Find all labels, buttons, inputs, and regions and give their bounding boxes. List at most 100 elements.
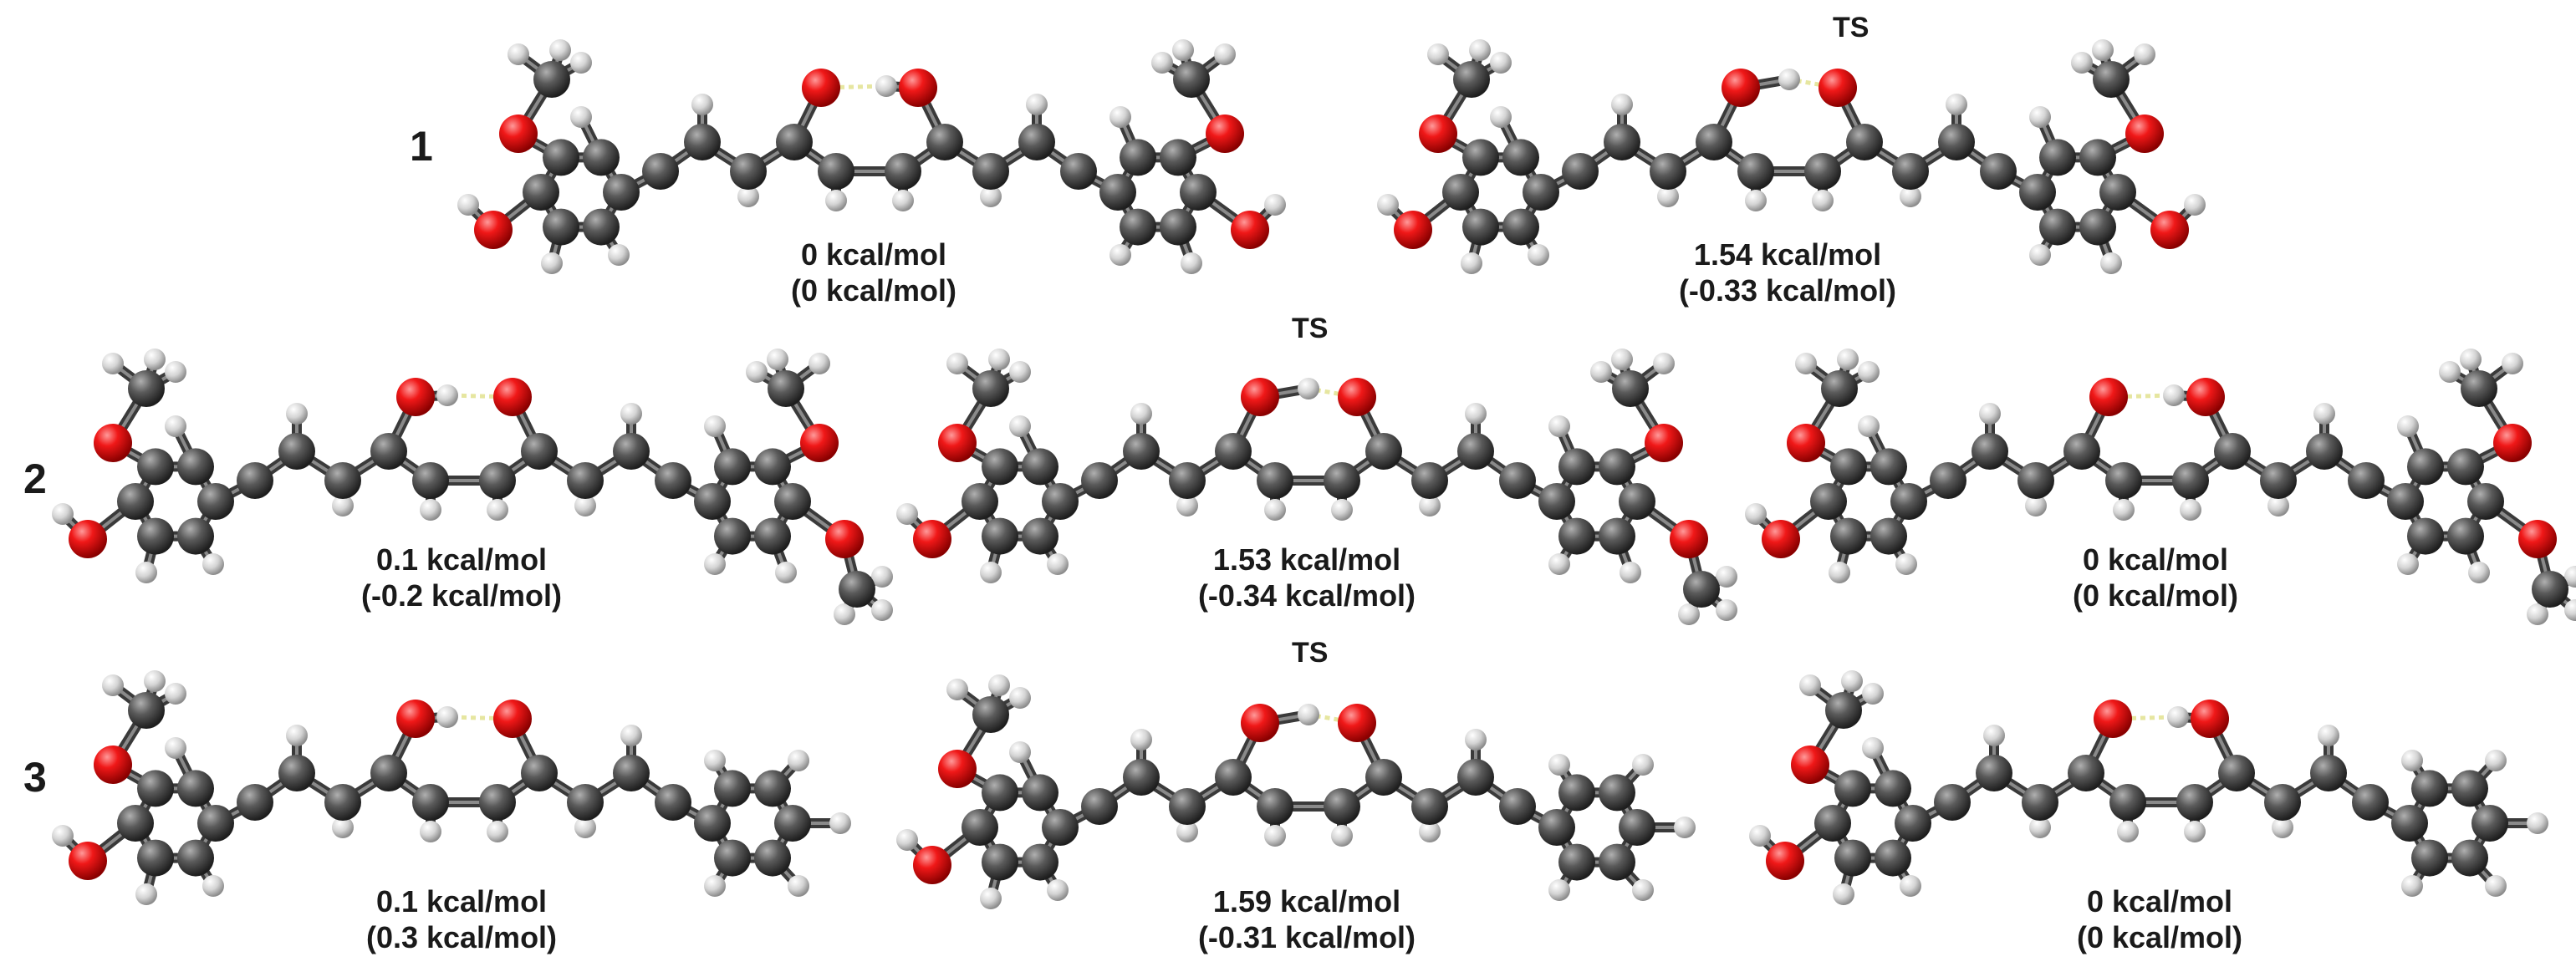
hydrogen-atom [1858, 415, 1880, 437]
carbon-atom [1558, 517, 1595, 555]
energy-value-paren: (0 kcal/mol) [2076, 920, 2243, 955]
carbon-atom [1120, 139, 1156, 176]
hydrogen-atom [775, 562, 797, 583]
carbon-atom [137, 448, 174, 486]
hydrogen-atom [1009, 687, 1031, 709]
hydrogen-atom [1778, 69, 1800, 90]
hydrogen-atom [1900, 186, 1921, 207]
hydrogen-atom [2113, 499, 2135, 521]
carbon-atom [972, 370, 1009, 407]
carbon-atom [1825, 692, 1862, 729]
hydrogen-atom [144, 670, 166, 692]
hydrogen-atom [165, 737, 186, 759]
energy-label-2b: 0.1 kcal/mol (-0.2 kcal/mol) [361, 542, 562, 613]
carbon-atom [2172, 462, 2209, 499]
energy-value: 0 kcal/mol [2086, 884, 2233, 918]
oxygen-atom [1206, 114, 1244, 153]
hydrogen-atom [1214, 43, 1236, 65]
hydrogen-atom [1895, 553, 1917, 575]
row-label-1: 1 [410, 123, 433, 170]
carbon-atom [1870, 517, 1907, 555]
carbon-atom [523, 174, 559, 211]
oxygen-atom [1241, 378, 1279, 416]
hydrogen-atom [2029, 817, 2051, 838]
carbon-atom [1619, 809, 1655, 846]
carbon-atom [1810, 483, 1847, 520]
energy-label-3b: 0.1 kcal/mol (0.3 kcal/mol) [366, 883, 557, 955]
hydrogen-atom [1047, 879, 1069, 901]
hydrogen-atom [2029, 106, 2051, 128]
carbon-atom [1411, 788, 1448, 825]
hydrogen-atom [1172, 39, 1194, 61]
carbon-atom [642, 153, 679, 190]
carbon-atom [694, 483, 731, 520]
carbon-atom [370, 755, 407, 791]
carbon-atom [324, 784, 361, 821]
carbon-atom [613, 433, 650, 470]
hydrogen-atom [946, 353, 968, 374]
hydrogen-atom [2502, 353, 2523, 374]
oxygen-atom [2186, 378, 2225, 416]
carbon-atom [128, 692, 165, 729]
hydrogen-atom [549, 39, 571, 61]
molecule-3-2 [896, 674, 1696, 909]
carbon-atom [1411, 462, 1448, 499]
hydrogen-atom [788, 750, 809, 771]
oxygen-atom [2125, 114, 2164, 153]
hydrogen-atom [1862, 737, 1884, 759]
carbon-atom [1980, 153, 2017, 190]
oxygen-atom [1231, 211, 1269, 249]
carbon-atom [2022, 784, 2058, 821]
energy-value-paren: (0.3 kcal/mol) [365, 920, 558, 955]
oxygen-atom [1645, 424, 1683, 462]
hydrogen-atom [896, 829, 918, 851]
carbon-atom [1737, 153, 1774, 190]
molecule-2-1 [52, 349, 893, 625]
energy-label-3a: 0 kcal/mol (0 kcal/mol) [2077, 883, 2242, 955]
carbon-atom [567, 784, 604, 821]
hydrogen-atom [620, 725, 642, 746]
ts-label-row1: TS [1833, 12, 1870, 43]
hydrogen-atom [825, 190, 847, 211]
hydrogen-atom [52, 825, 74, 847]
hydrogen-atom [574, 495, 596, 516]
hydrogen-atom [1812, 190, 1834, 211]
carbon-atom [2264, 784, 2301, 821]
carbon-atom [1022, 774, 1058, 812]
oxygen-atom [1419, 114, 1457, 153]
carbon-atom [754, 448, 791, 486]
carbon-atom [278, 755, 315, 791]
carbon-atom [694, 805, 731, 842]
hydrogen-atom [1632, 754, 1654, 776]
carbon-atom [982, 517, 1018, 555]
oxygen-atom [2089, 378, 2128, 416]
carbon-atom [2451, 839, 2488, 877]
oxygen-atom [1338, 378, 1376, 416]
carbon-atom [1018, 124, 1055, 160]
carbon-atom [982, 774, 1018, 812]
hydrogen-atom [202, 875, 224, 897]
carbon-atom [2387, 483, 2424, 520]
hydrogen-atom [286, 725, 308, 746]
carbon-atom [885, 153, 921, 190]
carbon-atom [1558, 774, 1595, 812]
hydrogen-atom [1009, 415, 1031, 437]
carbon-atom [137, 517, 174, 555]
hydrogen-atom [1837, 349, 1859, 370]
carbon-atom [1892, 153, 1929, 190]
carbon-atom [1324, 788, 1360, 825]
oxygen-atom [69, 842, 107, 880]
carbon-atom [1562, 153, 1599, 190]
hydrogen-atom [2092, 39, 2114, 61]
carbon-atom [137, 770, 174, 807]
carbon-atom [1499, 462, 1536, 499]
carbon-atom [730, 153, 767, 190]
hydrogen-atom [1862, 683, 1884, 705]
carbon-atom [1257, 462, 1293, 499]
oxygen-atom [1338, 704, 1376, 742]
carbon-atom [1683, 571, 1720, 608]
oxygen-atom [1762, 520, 1800, 558]
hydrogen-atom [457, 194, 479, 216]
oxygen-atom [1241, 704, 1279, 742]
carbon-atom [1022, 448, 1058, 486]
